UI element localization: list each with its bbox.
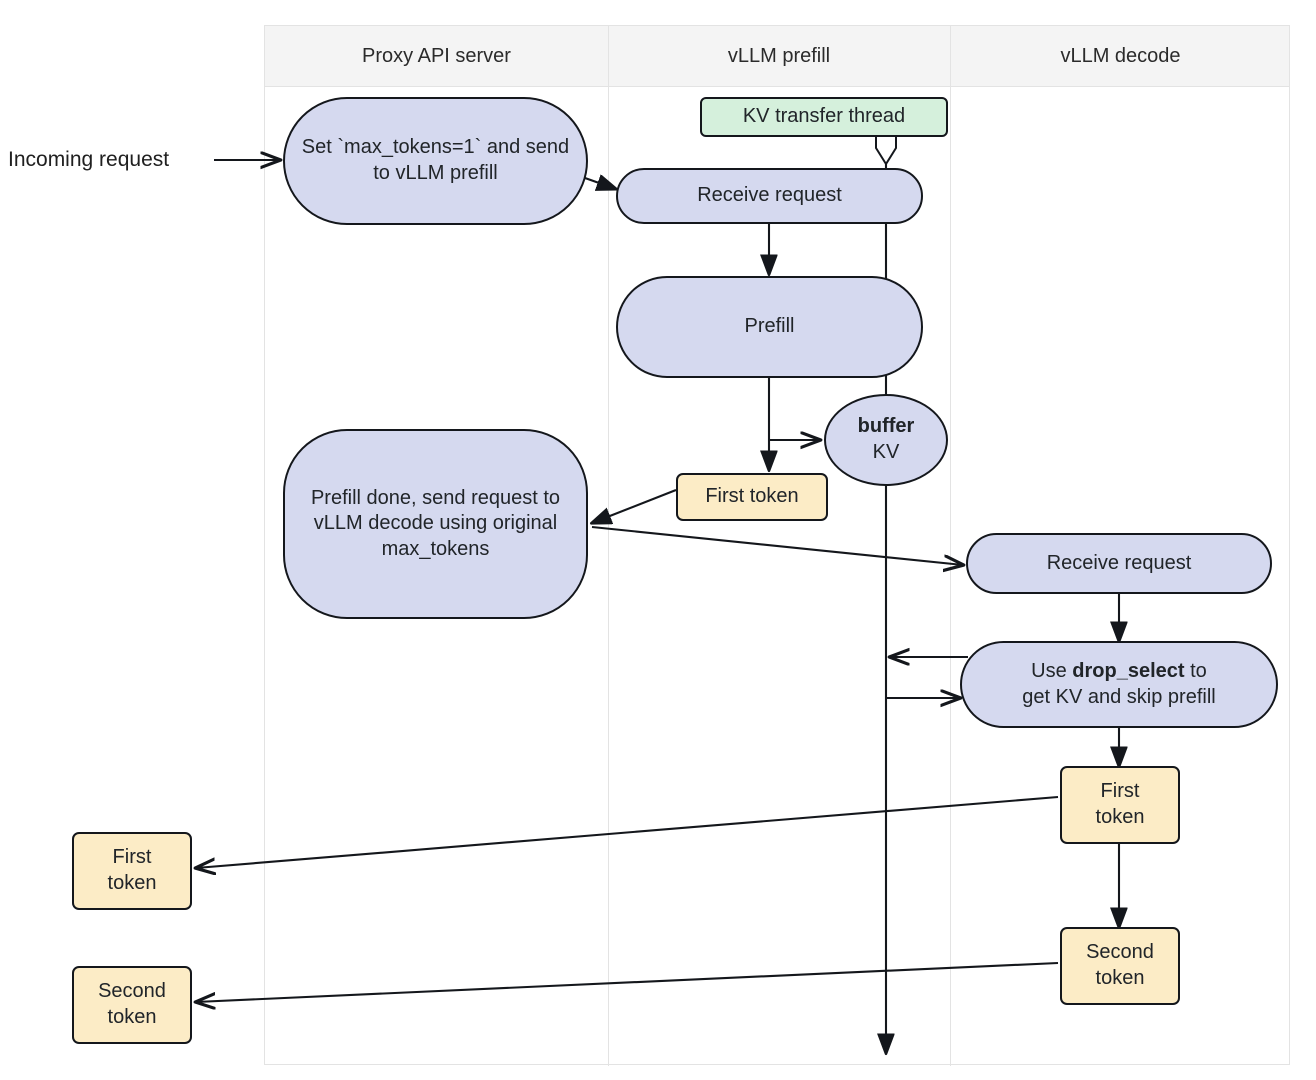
node-prefill-first-token-label: First token [705,485,799,508]
node-drop-select-line1-pre: Use [1031,659,1073,682]
incoming-request-label: Incoming request [8,148,170,171]
node-prefill-done-label: Prefill done, send request to vLLM decod… [310,486,561,560]
node-set-max-tokens-label: Set `max_tokens=1` and send to vLLM pref… [301,136,570,184]
node-proxy-second-token[interactable]: Second token [72,966,192,1044]
lane-divider-1 [608,26,609,1066]
lane-divider-2 [950,26,951,1066]
node-decode-first-token-line1: First [1100,780,1140,803]
node-prefill-step[interactable]: Prefill [616,276,923,378]
node-buffer-kv-line1: buffer [857,415,915,438]
node-proxy-first-token-line2: token [107,872,157,894]
node-drop-select[interactable]: Use drop_select to get KV and skip prefi… [960,641,1278,728]
node-prefill-done[interactable]: Prefill done, send request to vLLM decod… [283,429,588,619]
node-buffer-kv-line2: KV [872,441,900,463]
node-drop-select-line1-post: to [1184,659,1207,682]
lane-title-prefill: vLLM prefill [727,45,831,67]
node-drop-select-line1: Use drop_select to [1031,659,1207,685]
node-prefill-receive-request-label: Receive request [697,184,842,207]
node-prefill-receive-request[interactable]: Receive request [616,168,923,224]
node-drop-select-line2: get KV and skip prefill [1022,685,1216,708]
node-decode-first-token-line2: token [1095,806,1145,828]
node-decode-receive-request[interactable]: Receive request [966,533,1272,594]
lane-title-decode: vLLM decode [1060,45,1181,67]
swimlane-header-band [265,26,1289,87]
node-decode-second-token[interactable]: Second token [1060,927,1180,1005]
node-buffer-kv[interactable]: buffer KV [824,394,948,486]
node-kv-transfer-thread[interactable]: KV transfer thread [700,97,948,137]
node-proxy-second-token-line1: Second [98,980,166,1003]
node-decode-second-token-line1: Second [1086,941,1154,964]
node-proxy-first-token[interactable]: First token [72,832,192,910]
node-drop-select-line1-keyword: drop_select [1072,659,1185,682]
node-decode-second-token-line2: token [1095,967,1145,989]
lane-title-proxy: Proxy API server [362,45,511,67]
node-decode-first-token[interactable]: First token [1060,766,1180,844]
node-proxy-first-token-line1: First [112,846,152,869]
node-kv-transfer-thread-label: KV transfer thread [742,105,906,128]
node-prefill-first-token[interactable]: First token [676,473,828,521]
node-decode-receive-request-label: Receive request [1046,551,1192,574]
node-prefill-step-label: Prefill [744,315,795,338]
node-set-max-tokens[interactable]: Set `max_tokens=1` and send to vLLM pref… [283,97,588,225]
node-proxy-second-token-line2: token [107,1006,157,1028]
